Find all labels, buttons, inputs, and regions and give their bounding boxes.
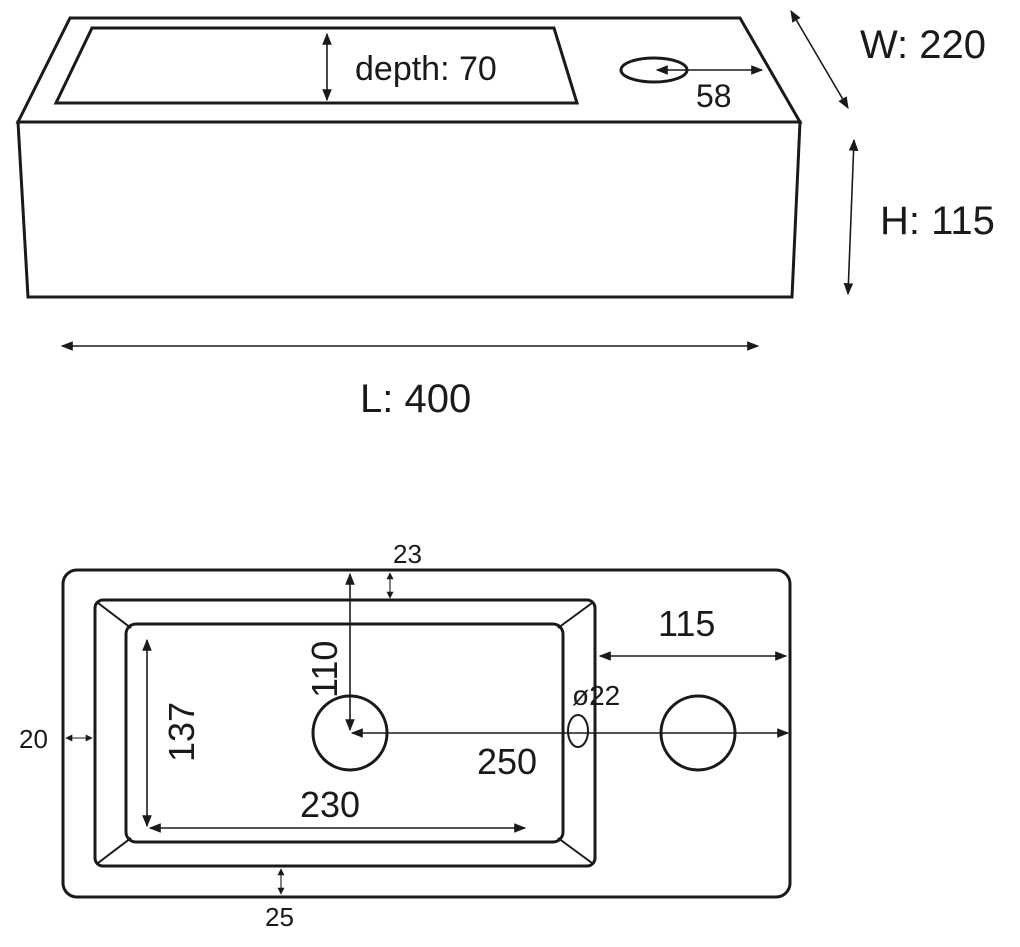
- bevel-bottom-left: [97, 837, 132, 864]
- length-label: L: 400: [360, 377, 471, 421]
- bevel-top-right: [557, 602, 593, 629]
- basin-opening: [53, 26, 580, 105]
- width-dimension-arrow: [790, 9, 849, 110]
- basin-width-label: 137: [161, 702, 202, 762]
- left-margin-label: 20: [19, 724, 48, 754]
- drain-depth-label: 110: [304, 641, 345, 698]
- top-view: 23 25 20 110 137 230 115 ø22 250: [19, 539, 792, 932]
- bottom-margin-label: 25: [265, 902, 294, 932]
- height-dimension-arrow: [843, 138, 859, 296]
- sink-front-face: [16, 120, 802, 299]
- overflow-diameter-label: ø22: [572, 680, 620, 711]
- sink-outline: [61, 568, 792, 899]
- top-margin-label: 23: [393, 539, 422, 569]
- overflow-hole: [567, 714, 589, 748]
- width-label: W: 220: [860, 23, 986, 67]
- depth-label: depth: 70: [355, 50, 497, 88]
- bevel-top-left: [97, 602, 132, 629]
- tap-offset-top-label: 115: [658, 603, 715, 644]
- center-distance-label: 250: [477, 741, 537, 782]
- bevel-bottom-right: [557, 837, 593, 864]
- height-label: H: 115: [880, 199, 995, 243]
- perspective-view: depth: 70 58 W: 220 H: 115 L: 400: [15, 9, 995, 421]
- tap-offset-label: 58: [696, 78, 732, 114]
- basin-length-label: 230: [300, 784, 360, 825]
